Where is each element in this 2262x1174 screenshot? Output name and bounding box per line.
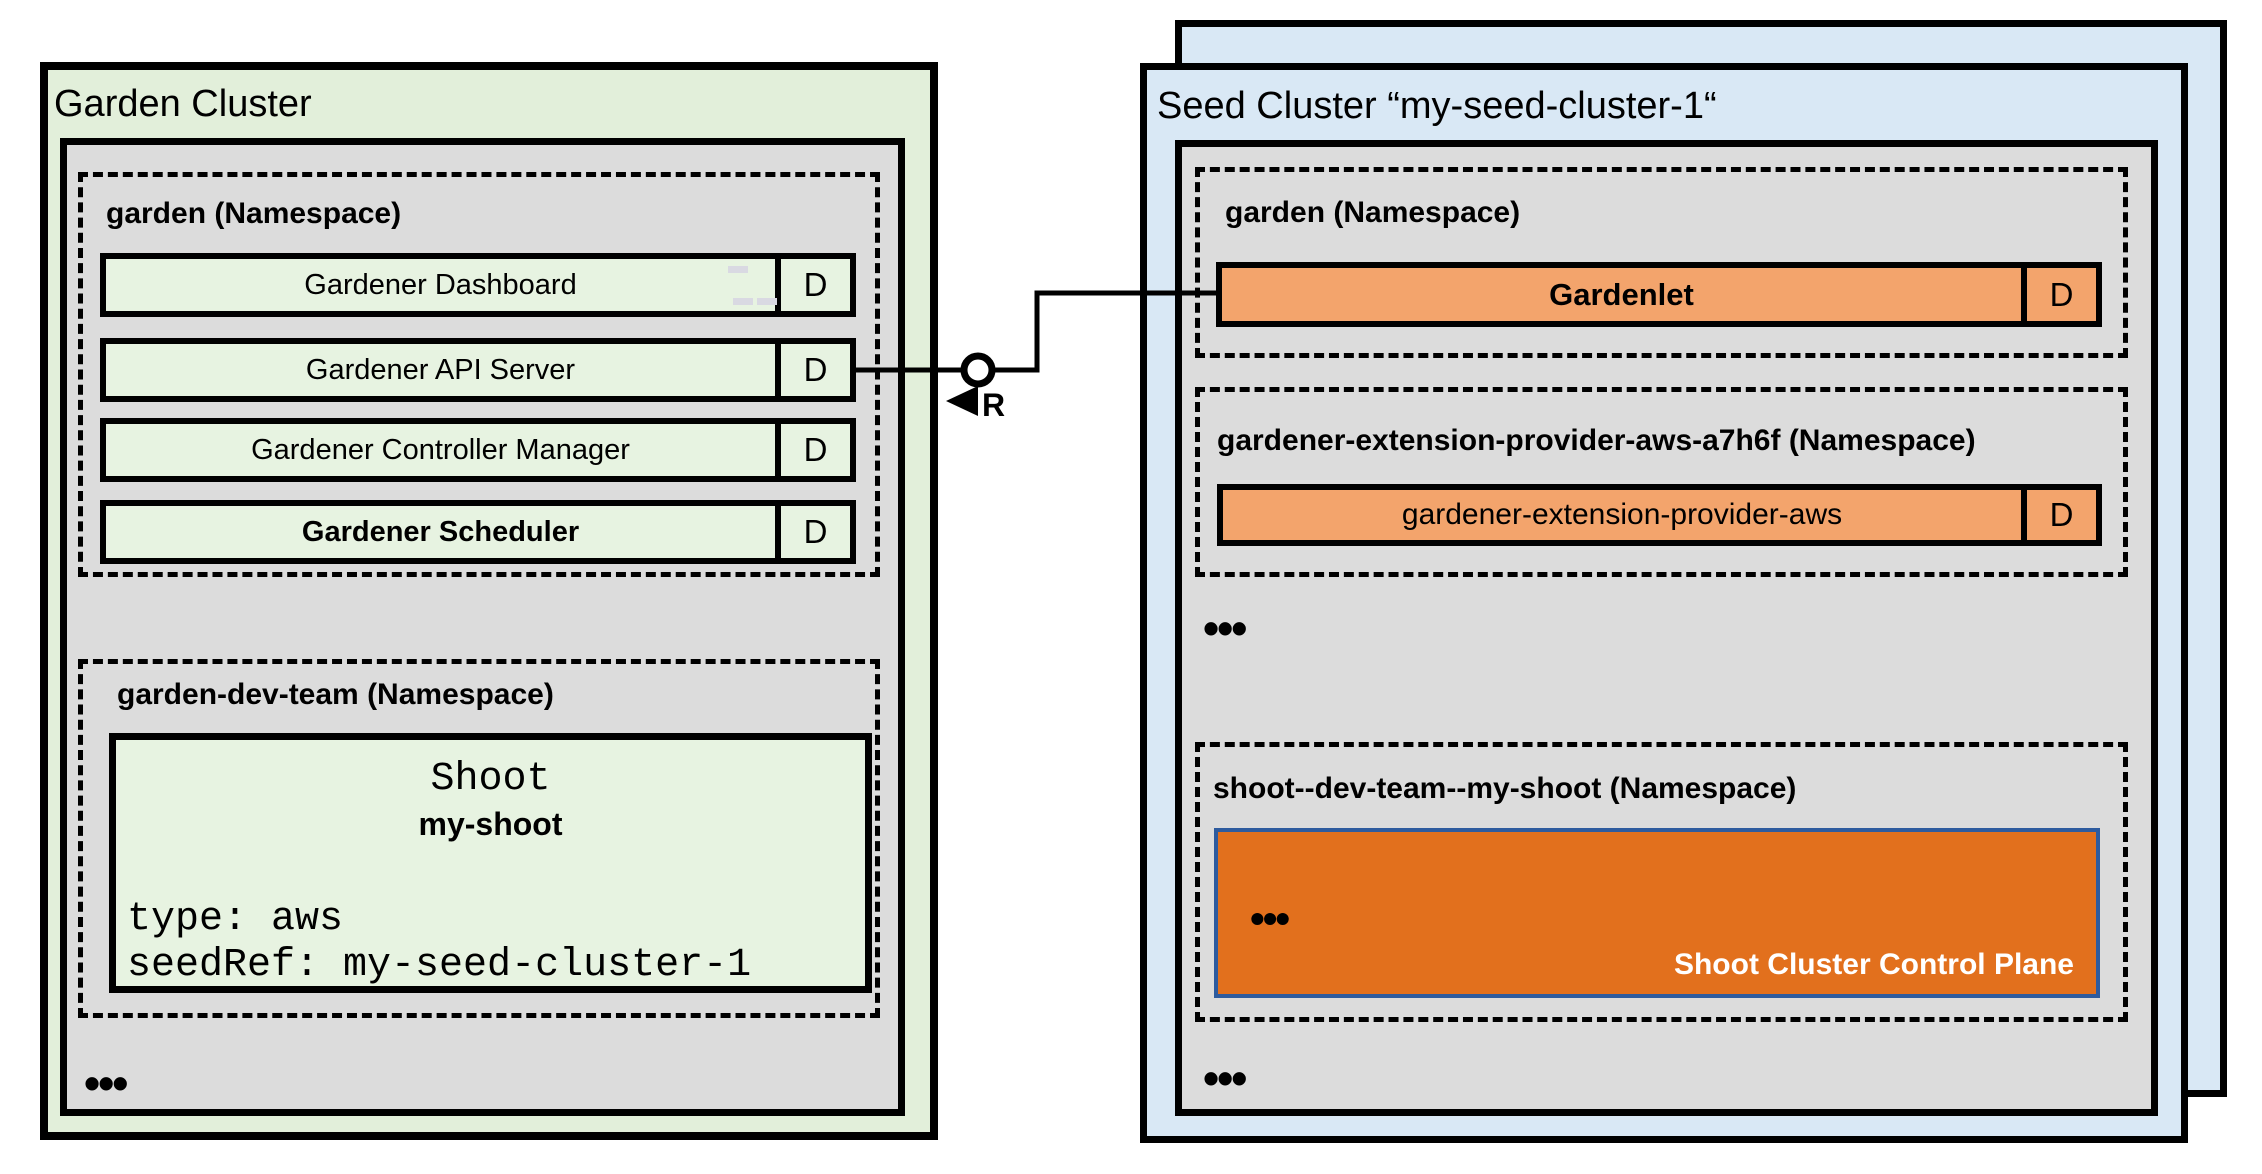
component-gardenlet: Gardenlet D: [1216, 262, 2102, 327]
component-extension-provider-aws-label: gardener-extension-provider-aws: [1401, 498, 1843, 531]
component-gardenlet-label: Gardenlet: [1549, 276, 1694, 312]
watch-direction-label: R: [982, 387, 1005, 423]
shoot-resource-name: my-shoot: [418, 806, 563, 842]
namespace-garden-seed-label: garden (Namespace): [1225, 196, 1521, 229]
shoot-cluster-control-plane-box: ••• Shoot Cluster Control Plane: [1214, 828, 2100, 998]
deployment-badge: D: [775, 424, 850, 476]
shoot-spec-type: type: aws: [127, 897, 344, 942]
component-gardener-dashboard: Gardener Dashboard D: [100, 253, 856, 317]
namespace-shoot-dev-team-my-shoot: [1195, 742, 2128, 1022]
namespace-garden-left-label: garden (Namespace): [106, 197, 402, 230]
more-namespaces-ellipsis-seed-middle: •••: [1203, 602, 1247, 654]
namespace-extension-provider-aws: [1195, 387, 2128, 577]
namespace-extension-provider-aws-label: gardener-extension-provider-aws-a7h6f (N…: [1217, 424, 1976, 457]
component-gardener-scheduler: Gardener Scheduler D: [100, 500, 856, 564]
shoot-resource-kind: Shoot: [430, 757, 551, 802]
component-gardener-api-server: Gardener API Server D: [100, 338, 856, 402]
seed-cluster-title: Seed Cluster “my-seed-cluster-1“: [1157, 85, 1717, 127]
deployment-badge: D: [2021, 490, 2096, 540]
faint-dash-artifact: [728, 266, 748, 273]
faint-dash-artifact: [733, 298, 753, 305]
shoot-resource-card: Shoot my-shoot type: aws seedRef: my-see…: [109, 733, 872, 993]
component-gardener-dashboard-label: Gardener Dashboard: [304, 268, 577, 301]
component-extension-provider-aws: gardener-extension-provider-aws D: [1217, 484, 2102, 546]
deployment-badge: D: [2021, 268, 2096, 321]
component-gardener-controller-manager: Gardener Controller Manager D: [100, 418, 856, 482]
namespace-garden-dev-team: [78, 659, 880, 1018]
control-plane-components-ellipsis: •••: [1250, 895, 1290, 942]
watch-direction-arrowhead-icon: [946, 386, 978, 416]
more-namespaces-ellipsis-seed-bottom: •••: [1203, 1052, 1247, 1104]
faint-dash-artifact: [757, 298, 777, 305]
control-plane-caption: Shoot Cluster Control Plane: [1673, 948, 2074, 981]
namespace-garden-left: [78, 172, 880, 577]
deployment-badge: D: [775, 506, 850, 558]
deployment-badge: D: [775, 259, 850, 311]
namespace-garden-seed: [1195, 167, 2128, 358]
shoot-spec-seedref: seedRef: my-seed-cluster-1: [127, 943, 752, 988]
component-gardener-controller-manager-label: Gardener Controller Manager: [251, 433, 630, 466]
namespace-shoot-dev-team-my-shoot-label: shoot--dev-team--my-shoot (Namespace): [1213, 772, 1797, 805]
component-gardener-scheduler-label: Gardener Scheduler: [301, 515, 580, 548]
namespace-garden-dev-team-label: garden-dev-team (Namespace): [117, 678, 554, 711]
component-gardener-api-server-label: Gardener API Server: [305, 353, 576, 386]
garden-cluster-title: Garden Cluster: [54, 83, 312, 125]
more-namespaces-ellipsis-left: •••: [84, 1057, 128, 1109]
interface-lollipop-circle: [960, 352, 996, 388]
deployment-badge: D: [775, 344, 850, 396]
